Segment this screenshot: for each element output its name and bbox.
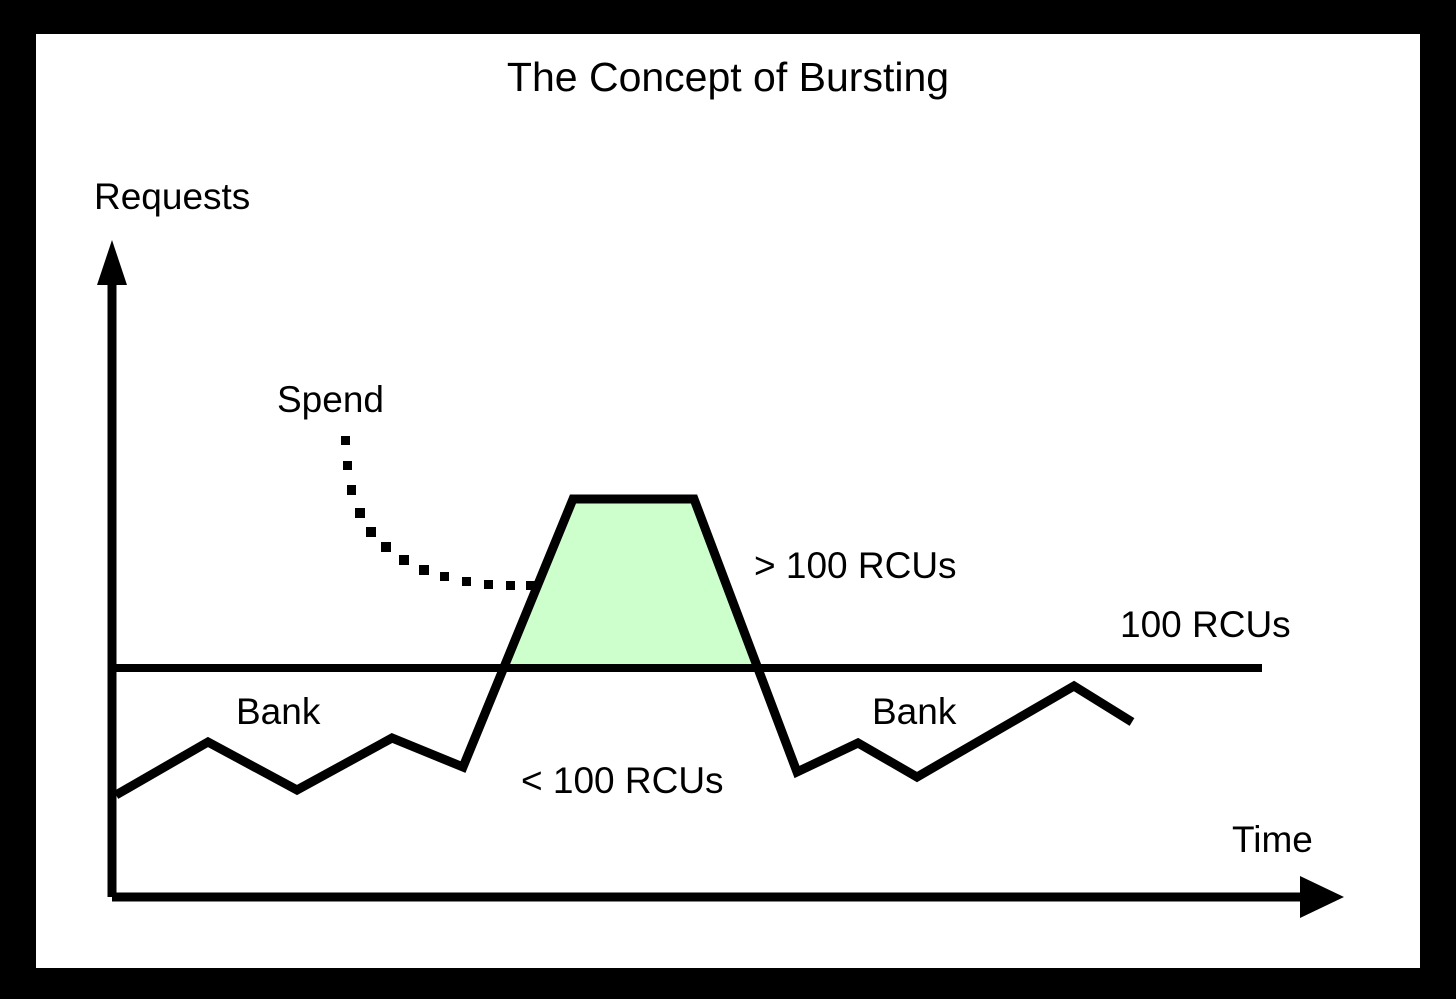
below-threshold-label: < 100 RCUs <box>521 760 724 801</box>
threshold-label: 100 RCUs <box>1120 604 1291 645</box>
bank-label-right: Bank <box>872 691 957 732</box>
x-axis-label: Time <box>1232 819 1313 860</box>
page-title: The Concept of Bursting <box>506 54 950 100</box>
spend-label: Spend <box>277 379 384 420</box>
above-threshold-label: > 100 RCUs <box>754 545 957 586</box>
diagram-canvas <box>36 34 1420 968</box>
y-axis-label: Requests <box>94 176 251 217</box>
bank-label-left: Bank <box>236 691 321 732</box>
